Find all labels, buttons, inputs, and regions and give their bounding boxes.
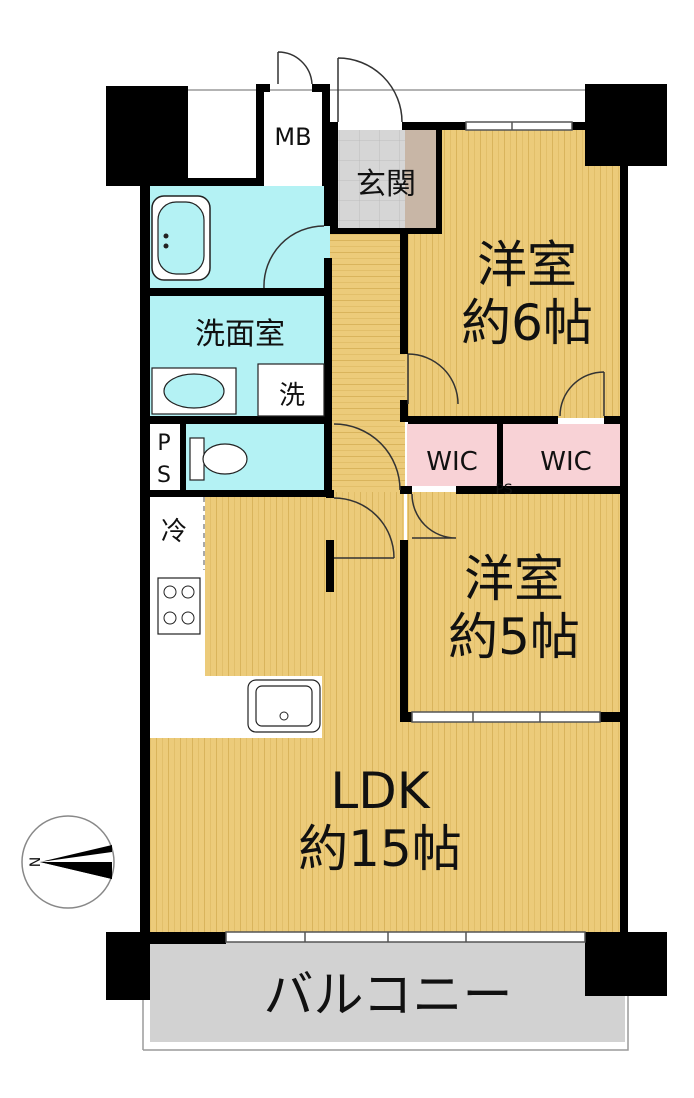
compass-north-label: N xyxy=(28,857,44,867)
washer-label: 洗 xyxy=(279,381,305,411)
washroom-label: 洗面室 xyxy=(195,317,285,352)
sink-basin xyxy=(163,373,225,409)
column-bottom-right xyxy=(585,932,667,996)
wic-2-floor xyxy=(503,424,620,486)
ps-floor xyxy=(150,424,180,490)
kitchen-sink xyxy=(247,679,321,733)
wic-2-label: WIC xyxy=(540,447,592,477)
balcony-floor xyxy=(150,942,625,1042)
outer-outline xyxy=(142,89,629,1051)
mb-label: MB xyxy=(274,123,311,151)
windows xyxy=(225,121,601,943)
ldk-size: 約15帖 xyxy=(298,820,462,878)
ps-small-label: PS xyxy=(495,482,512,498)
ldk-floor xyxy=(150,492,620,935)
western-room-2-size: 約5帖 xyxy=(448,608,580,666)
western-room-1-size: 約6帖 xyxy=(461,294,593,352)
column-top-left xyxy=(106,86,188,186)
entrance-step xyxy=(405,130,436,232)
wic-1-floor xyxy=(407,424,497,486)
ldk-name: LDK xyxy=(330,762,430,820)
column-bottom-left-b xyxy=(106,932,226,944)
stove xyxy=(157,577,201,635)
western-room-2-floor xyxy=(407,492,620,714)
balcony-label: バルコニー xyxy=(264,966,513,1024)
genkan-label: 玄関 xyxy=(356,167,416,202)
western-room-2-name: 洋室 xyxy=(464,550,564,608)
wic-1-label: WIC xyxy=(426,447,478,477)
ps-label-s: S xyxy=(157,463,171,488)
toilet-tank xyxy=(189,437,205,481)
washer-space xyxy=(257,363,325,417)
western-room-1-name: 洋室 xyxy=(477,236,577,294)
bathtub-inner xyxy=(157,201,205,275)
door-swings xyxy=(263,51,605,559)
corridor-floor xyxy=(330,232,405,492)
walls xyxy=(106,84,667,1000)
fridge-label: 冷 xyxy=(161,517,187,547)
toilet-bowl xyxy=(202,443,248,475)
fixtures xyxy=(151,195,325,733)
ps-label-p: P xyxy=(157,431,170,456)
compass xyxy=(21,815,115,909)
